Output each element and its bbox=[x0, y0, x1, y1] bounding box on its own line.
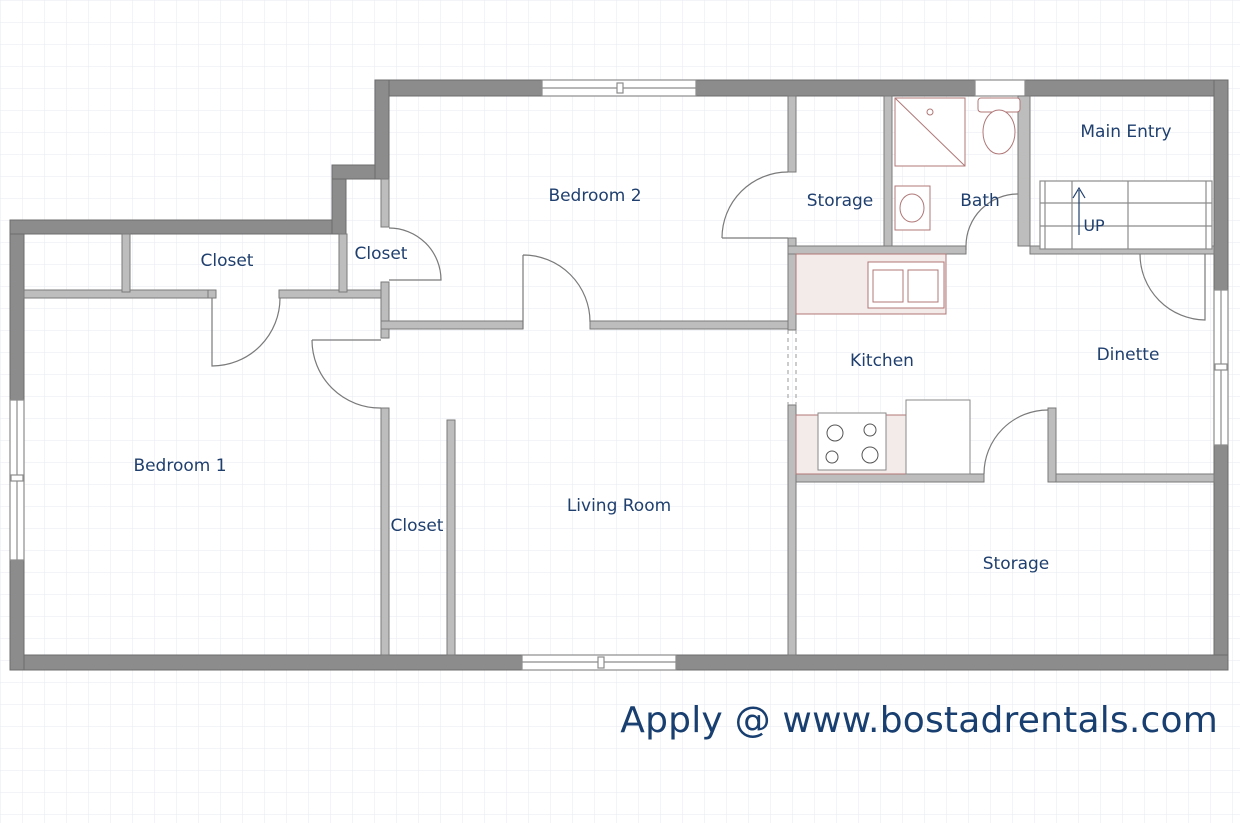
label-bedroom-1: Bedroom 1 bbox=[133, 456, 226, 476]
apply-link[interactable]: Apply @ www.bostadrentals.com bbox=[620, 700, 1218, 741]
label-closet-living: Closet bbox=[391, 516, 444, 536]
refrigerator-icon bbox=[905, 399, 971, 475]
stairs bbox=[1039, 180, 1213, 250]
label-bedroom-2: Bedroom 2 bbox=[548, 186, 641, 206]
stove-icon bbox=[817, 412, 887, 471]
room-labels: Bedroom 1 Bedroom 2 Closet Closet Closet… bbox=[133, 122, 1171, 574]
kitchen-fixtures bbox=[795, 253, 971, 475]
label-bath: Bath bbox=[960, 191, 1000, 211]
label-storage-lower: Storage bbox=[983, 554, 1050, 574]
toilet-bowl-icon bbox=[982, 109, 1016, 155]
label-closet-top-left: Closet bbox=[201, 251, 254, 271]
windows bbox=[9, 79, 1229, 671]
label-living-room: Living Room bbox=[567, 496, 671, 516]
doors bbox=[211, 171, 1206, 475]
up-arrow-icon bbox=[1072, 186, 1086, 235]
bath-fixtures bbox=[894, 97, 1021, 231]
label-main-entry: Main Entry bbox=[1080, 122, 1171, 142]
label-closet-small: Closet bbox=[355, 244, 408, 264]
label-stairs-up: UP bbox=[1083, 216, 1105, 235]
label-dinette: Dinette bbox=[1097, 345, 1160, 365]
label-storage-upper: Storage bbox=[807, 191, 874, 211]
label-kitchen: Kitchen bbox=[850, 351, 914, 371]
